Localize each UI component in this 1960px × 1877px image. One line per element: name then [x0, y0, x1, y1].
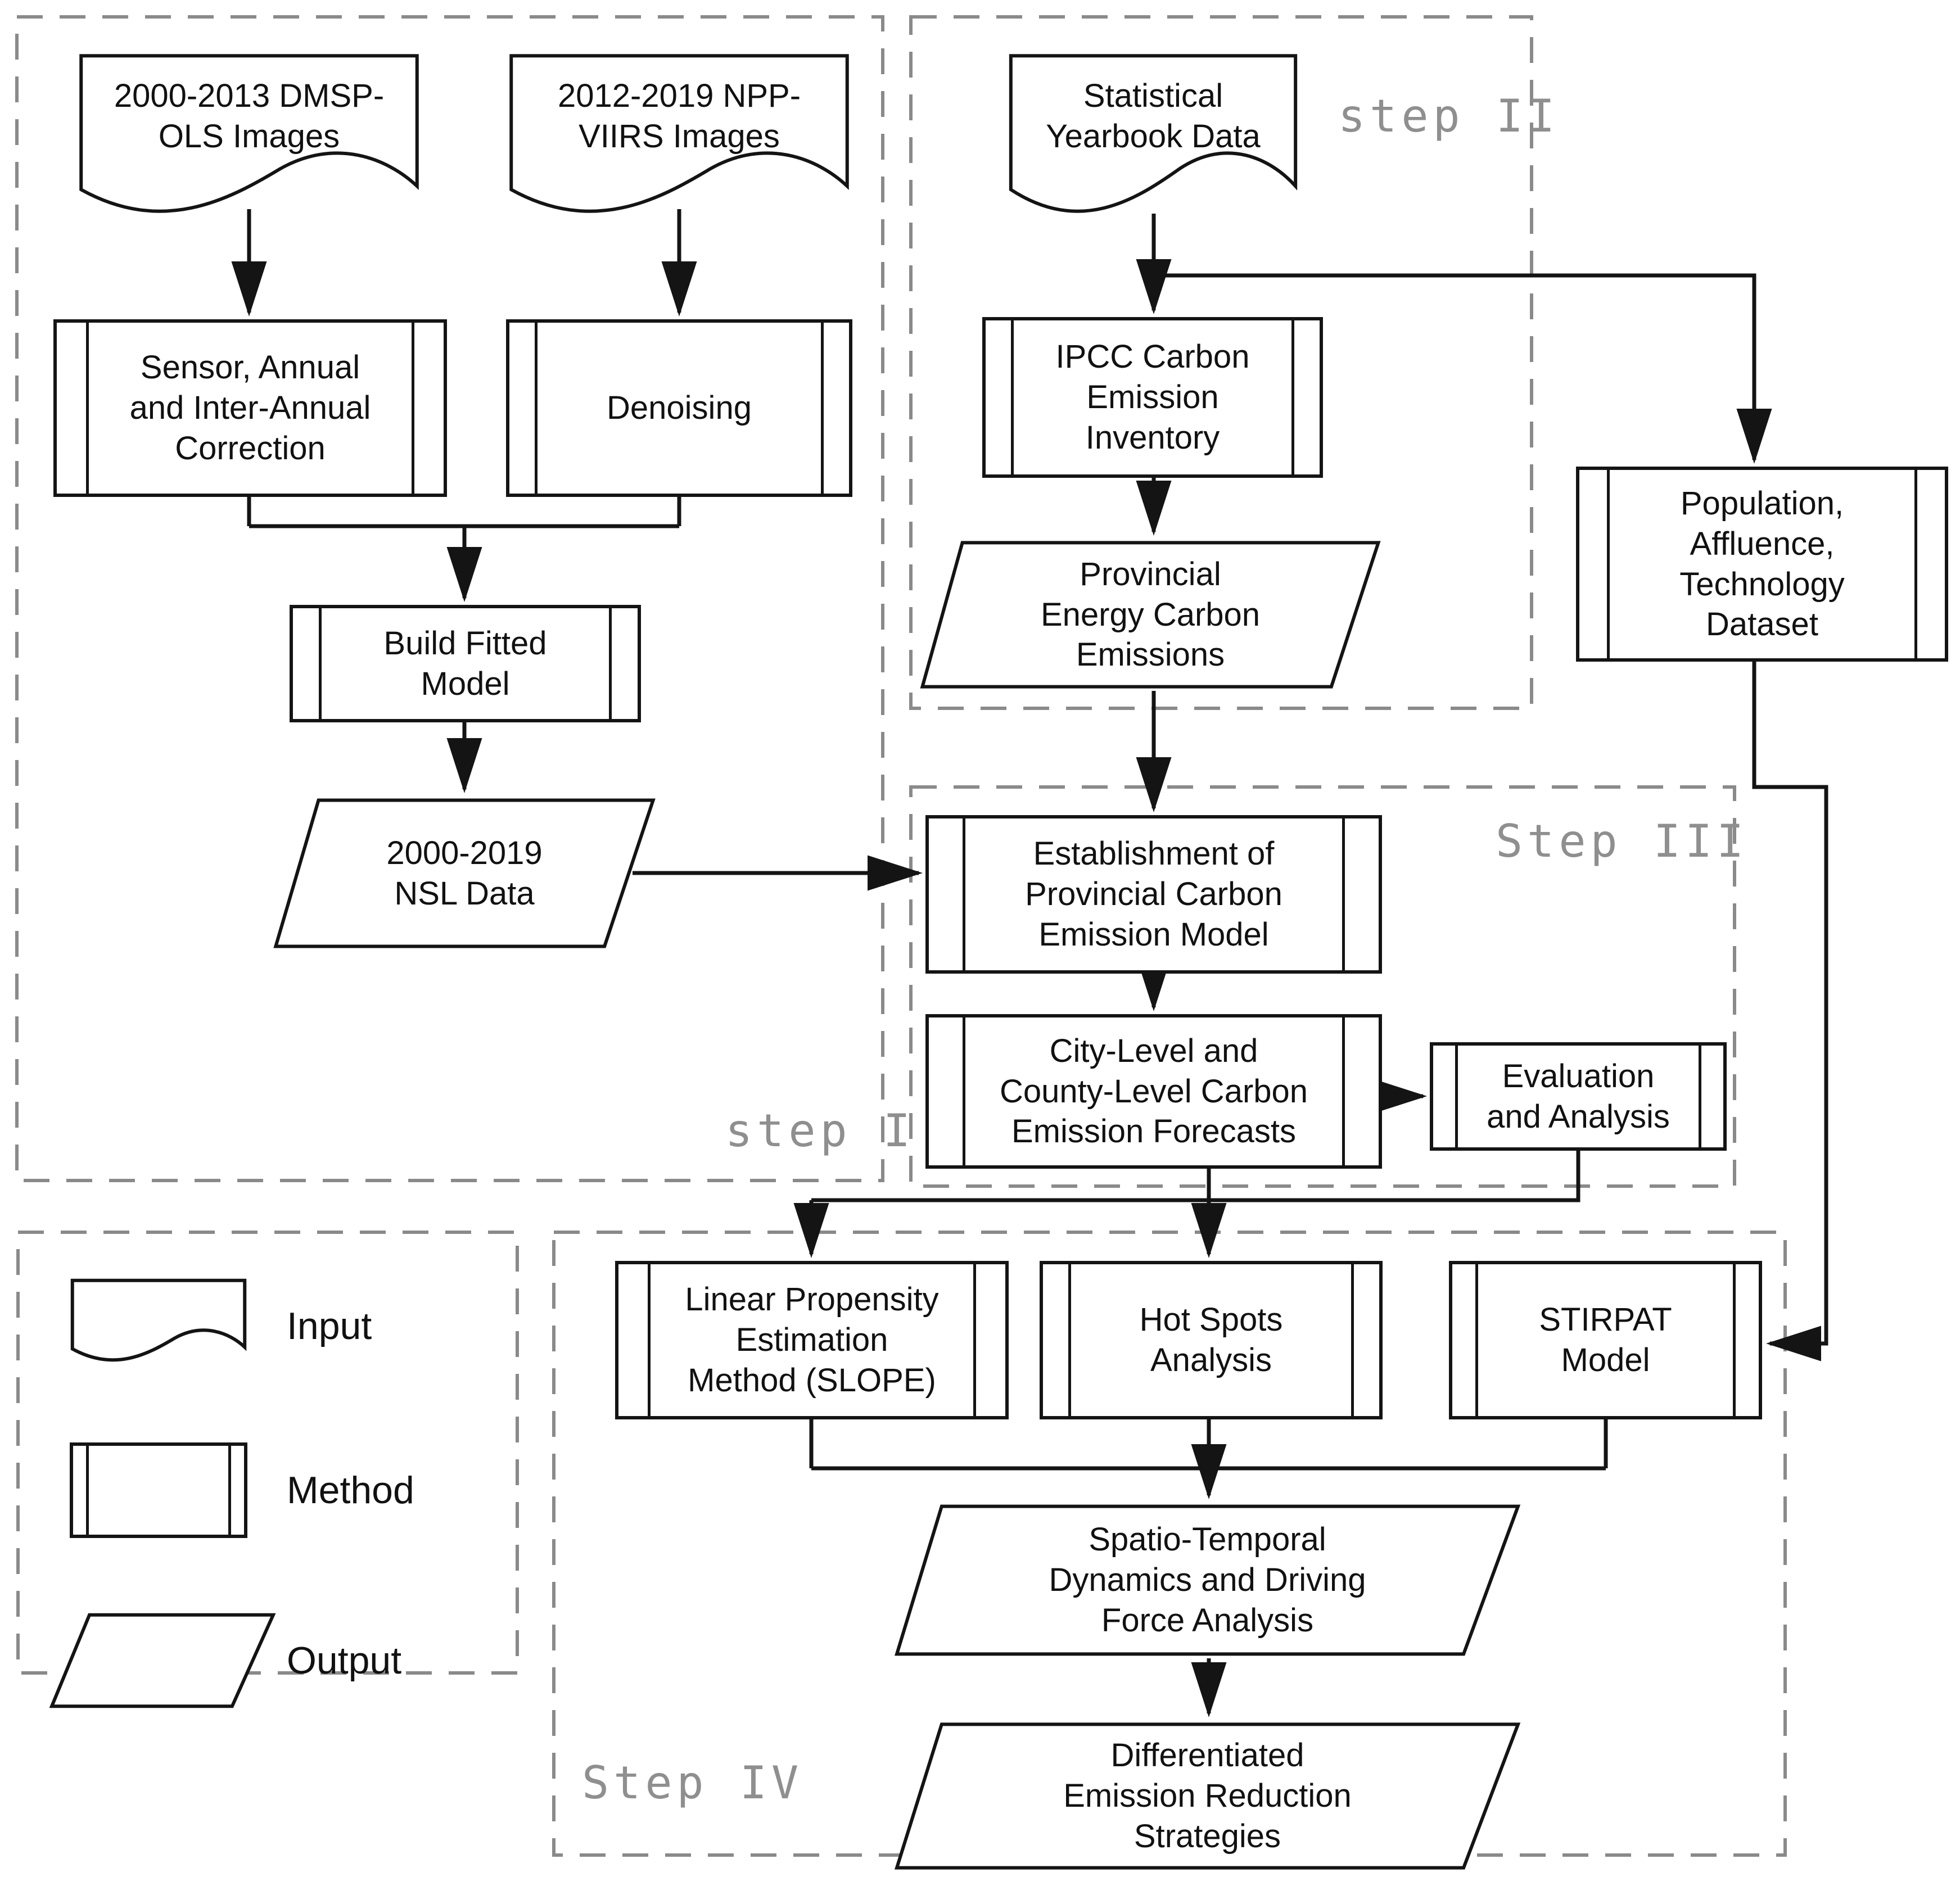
parallelogram-shape-icon	[887, 1720, 1528, 1872]
npp-viirs-label: 2012-2019 NPP- VIIRS Images	[557, 78, 801, 155]
statistical-yearbook-label: Statistical Yearbook Data	[1046, 78, 1261, 155]
parallelogram-shape-icon	[270, 796, 659, 951]
method-bar-icon	[1342, 1017, 1345, 1165]
node-sensor-correction: Sensor, Annual and Inter-Annual Correcti…	[53, 319, 447, 497]
population-dataset-label: Population, Affluence, Technology Datase…	[1679, 485, 1845, 643]
node-establishment-model: Establishment of Provincial Carbon Emiss…	[925, 815, 1382, 974]
node-denoising: Denoising	[506, 319, 852, 497]
node-npp-viirs-images: 2012-2019 NPP- VIIRS Images	[506, 51, 852, 242]
method-bar-icon	[1733, 1264, 1736, 1416]
node-population-affluence-technology: Population, Affluence, Technology Datase…	[1576, 467, 1948, 662]
node-evaluation-analysis: Evaluation and Analysis	[1430, 1042, 1727, 1151]
legend-output-shape	[48, 1612, 277, 1709]
differentiated-strategies-label: Differentiated Emission Reduction Strate…	[1063, 1737, 1352, 1855]
dmsp-ols-label: 2000-2013 DMSP- OLS Images	[114, 78, 385, 155]
method-bar-icon	[820, 323, 824, 494]
method-bar-icon	[1914, 470, 1918, 658]
nsl-data-label: 2000-2019 NSL Data	[386, 834, 543, 912]
method-bar-icon	[1068, 1264, 1071, 1416]
line-evaluation-down-left	[811, 1151, 1580, 1202]
node-ipcc-inventory: IPCC Carbon Emission Inventory	[982, 317, 1323, 478]
method-bar-icon	[609, 608, 612, 719]
method-bar-icon	[535, 323, 538, 494]
method-bar-icon	[318, 608, 322, 719]
node-differentiated-strategies: Differentiated Emission Reduction Strate…	[887, 1720, 1528, 1872]
method-bar-icon	[1606, 470, 1610, 658]
hot-spots-analysis-label: Hot Spots Analysis	[1139, 1301, 1283, 1378]
legend-method-label: Method	[287, 1469, 414, 1512]
spatio-temporal-label: Spatio-Temporal Dynamics and Driving For…	[1049, 1521, 1366, 1639]
method-bar-icon	[412, 323, 415, 494]
method-bar-icon	[228, 1446, 232, 1535]
step1-label: step I	[725, 1105, 915, 1157]
method-bar-icon	[963, 818, 965, 970]
node-build-fitted-model: Build Fitted Model	[290, 605, 641, 722]
step3-label: Step III	[1496, 815, 1749, 867]
node-provincial-emissions: Provincial Energy Carbon Emissions	[915, 539, 1385, 691]
node-slope-method: Linear Propensity Estimation Method (SLO…	[615, 1261, 1009, 1419]
citylevel-forecasts-label: City-Level and County-Level Carbon Emiss…	[999, 1032, 1308, 1150]
method-bar-icon	[1010, 320, 1014, 474]
method-bar-icon	[1342, 818, 1345, 970]
ipcc-inventory-label: IPCC Carbon Emission Inventory	[1055, 338, 1250, 456]
legend-input-label: Input	[287, 1305, 372, 1347]
node-nsl-data: 2000-2019 NSL Data	[270, 796, 659, 951]
method-bar-icon	[1291, 320, 1295, 474]
step3-region-border	[909, 785, 1736, 1188]
method-bar-icon	[1699, 1046, 1702, 1147]
arrow-yearbook-to-population	[1154, 273, 1772, 464]
method-bar-icon	[1455, 1046, 1458, 1147]
document-shape-icon	[506, 51, 852, 242]
step4-region-border	[552, 1231, 1787, 1857]
legend-method-shape	[70, 1442, 247, 1538]
node-spatio-temporal-analysis: Spatio-Temporal Dynamics and Driving For…	[887, 1502, 1528, 1658]
document-shape-icon	[1006, 51, 1300, 242]
method-bar-icon	[85, 323, 89, 494]
evaluation-analysis-label: Evaluation and Analysis	[1487, 1057, 1670, 1135]
legend-input-shape	[70, 1278, 247, 1376]
provincial-emissions-label: Provincial Energy Carbon Emissions	[1040, 555, 1261, 673]
build-fitted-model-label: Build Fitted Model	[383, 625, 547, 702]
slope-method-label: Linear Propensity Estimation Method (SLO…	[685, 1281, 939, 1399]
method-bar-icon	[1475, 1264, 1478, 1416]
document-shape-icon	[76, 51, 422, 242]
legend-output-label: Output	[287, 1639, 402, 1682]
arrow-population-to-stirpat	[1752, 662, 1828, 1362]
method-bar-icon	[963, 1017, 965, 1165]
method-bar-icon	[647, 1264, 651, 1416]
denoising-label: Denoising	[607, 390, 752, 427]
step2-label: step II	[1338, 90, 1560, 142]
node-dmsp-ols-images: 2000-2013 DMSP- OLS Images	[76, 51, 422, 242]
node-hot-spots-analysis: Hot Spots Analysis	[1040, 1261, 1383, 1419]
step2-region-border	[909, 15, 1533, 710]
stirpat-model-label: STIRPAT Model	[1539, 1301, 1672, 1378]
establishment-model-label: Establishment of Provincial Carbon Emiss…	[1025, 835, 1282, 953]
parallelogram-shape-icon	[48, 1612, 277, 1709]
step1-region-border	[15, 15, 884, 1182]
step4-label: Step IV	[582, 1757, 803, 1809]
parallelogram-shape-icon	[915, 539, 1385, 691]
sensor-correction-label: Sensor, Annual and Inter-Annual Correcti…	[129, 349, 371, 467]
method-bar-icon	[1351, 1264, 1354, 1416]
node-statistical-yearbook: Statistical Yearbook Data	[1006, 51, 1300, 242]
method-bar-icon	[85, 1446, 89, 1535]
method-bar-icon	[973, 1264, 977, 1416]
node-stirpat-model: STIRPAT Model	[1449, 1261, 1762, 1419]
document-shape-icon	[70, 1278, 247, 1376]
node-citylevel-forecasts: City-Level and County-Level Carbon Emiss…	[925, 1014, 1382, 1169]
parallelogram-shape-icon	[887, 1502, 1528, 1658]
